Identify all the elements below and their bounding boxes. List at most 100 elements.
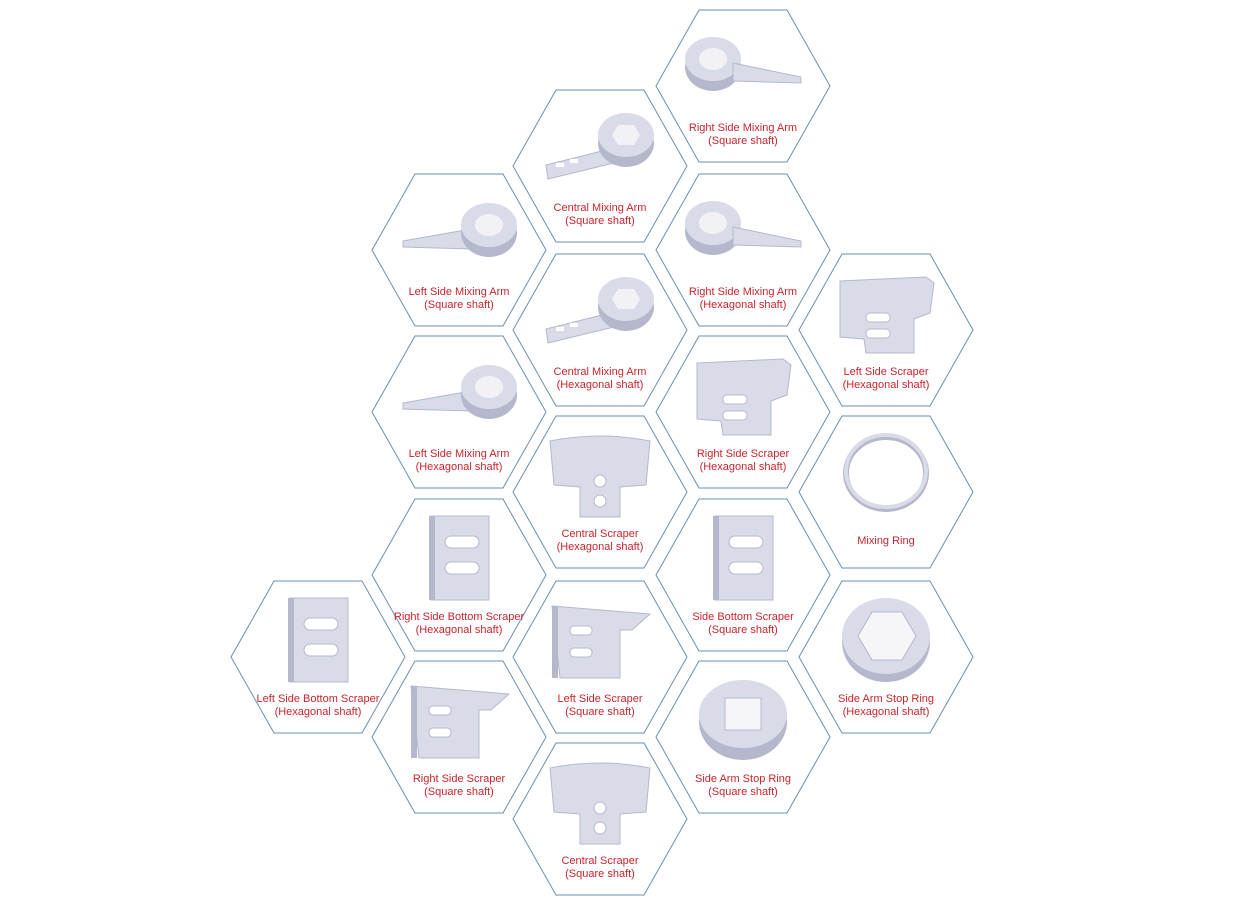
hex-cell-side-arm-stop-ring-hex[interactable]: Side Arm Stop Ring(Hexagonal shaft) xyxy=(798,580,974,734)
part-name: Right Side Mixing Arm xyxy=(688,286,798,298)
right-mixing-arm-icon xyxy=(685,201,802,255)
shaft-type: (Square shaft) xyxy=(565,215,635,227)
part-label: Right Side Scraper(Square shaft) xyxy=(375,773,543,799)
hex-cell-ls-scraper-square[interactable]: Left Side Scraper(Square shaft) xyxy=(512,580,688,734)
part-name: Right Side Mixing Arm xyxy=(688,122,798,134)
hex-frame xyxy=(655,9,831,163)
part-name: Side Arm Stop Ring xyxy=(695,773,791,785)
shaft-type: (Hexagonal shaft) xyxy=(842,706,930,718)
hex-frame xyxy=(655,173,831,327)
part-label: Side Arm Stop Ring(Hexagonal shaft) xyxy=(802,693,970,719)
part-label: Left Side Scraper(Square shaft) xyxy=(516,693,684,719)
hex-frame xyxy=(798,580,974,734)
part-label: Central Mixing Arm(Square shaft) xyxy=(516,202,684,228)
shaft-type: (Hexagonal shaft) xyxy=(556,379,644,391)
hex-cell-side-bottom-scraper-sq[interactable]: Side Bottom Scraper(Square shaft) xyxy=(655,498,831,652)
hex-cell-rs-scraper-hex[interactable]: Right Side Scraper(Hexagonal shaft) xyxy=(655,335,831,489)
part-name: Side Bottom Scraper xyxy=(692,611,794,623)
part-label: Left Side Mixing Arm(Square shaft) xyxy=(375,286,543,312)
hex-cell-rs-mixing-arm-square[interactable]: Right Side Mixing Arm(Square shaft) xyxy=(655,9,831,163)
shaft-type: (Square shaft) xyxy=(565,706,635,718)
part-name: Right Side Bottom Scraper xyxy=(393,611,525,623)
part-label: Right Side Mixing Arm(Hexagonal shaft) xyxy=(659,286,827,312)
hex-frame xyxy=(371,498,547,652)
hex-frame xyxy=(512,742,688,896)
hex-frame xyxy=(371,173,547,327)
shaft-type: (Square shaft) xyxy=(565,868,635,880)
shaft-type: (Square shaft) xyxy=(708,624,778,636)
hex-cell-rs-bottom-scraper-hex[interactable]: Right Side Bottom Scraper(Hexagonal shaf… xyxy=(371,498,547,652)
hex-frame xyxy=(798,415,974,569)
hex-frame xyxy=(512,580,688,734)
hex-cell-ls-bottom-scraper-hex[interactable]: Left Side Bottom Scraper(Hexagonal shaft… xyxy=(230,580,406,734)
shaft-type: (Hexagonal shaft) xyxy=(556,541,644,553)
part-label: Left Side Mixing Arm(Hexagonal shaft) xyxy=(375,448,543,474)
central-mixing-arm-icon xyxy=(545,277,654,344)
part-name: Left Side Mixing Arm xyxy=(408,286,510,298)
hex-frame xyxy=(371,660,547,814)
bottom-scraper-icon xyxy=(713,515,774,601)
shaft-type: (Hexagonal shaft) xyxy=(274,706,362,718)
scraper-plate-icon xyxy=(839,276,935,354)
left-mixing-arm-icon xyxy=(402,365,517,419)
hex-cell-mixing-ring[interactable]: Mixing Ring xyxy=(798,415,974,569)
hex-frame xyxy=(512,89,688,243)
hex-cell-side-arm-stop-ring-sq[interactable]: Side Arm Stop Ring(Square shaft) xyxy=(655,660,831,814)
shaft-type: (Hexagonal shaft) xyxy=(415,461,503,473)
part-name: Right Side Scraper xyxy=(696,448,790,460)
part-label: Side Arm Stop Ring(Square shaft) xyxy=(659,773,827,799)
part-name: Left Side Bottom Scraper xyxy=(256,693,380,705)
part-name: Central Mixing Arm xyxy=(553,366,647,378)
shaft-type: (Hexagonal shaft) xyxy=(842,379,930,391)
hex-cell-ls-scraper-hex[interactable]: Left Side Scraper(Hexagonal shaft) xyxy=(798,253,974,407)
hex-cell-rs-scraper-square[interactable]: Right Side Scraper(Square shaft) xyxy=(371,660,547,814)
hex-frame xyxy=(798,253,974,407)
hex-cell-c-mixing-arm-square[interactable]: Central Mixing Arm(Square shaft) xyxy=(512,89,688,243)
central-mixing-arm-icon xyxy=(545,113,654,180)
hex-frame xyxy=(512,253,688,407)
shaft-type: (Square shaft) xyxy=(424,299,494,311)
hex-frame xyxy=(655,660,831,814)
part-name: Central Scraper xyxy=(561,855,639,867)
hex-cell-ls-mixing-arm-hex[interactable]: Left Side Mixing Arm(Hexagonal shaft) xyxy=(371,335,547,489)
shaft-type: (Square shaft) xyxy=(708,786,778,798)
part-name: Left Side Scraper xyxy=(843,366,929,378)
part-label: Side Bottom Scraper(Square shaft) xyxy=(659,611,827,637)
right-mixing-arm-icon xyxy=(685,37,802,91)
left-mixing-arm-icon xyxy=(402,203,517,257)
hex-frame xyxy=(512,415,688,569)
part-name: Side Arm Stop Ring xyxy=(838,693,934,705)
part-label: Left Side Scraper(Hexagonal shaft) xyxy=(802,366,970,392)
mixing-ring-icon xyxy=(843,433,929,512)
bottom-scraper-icon xyxy=(288,597,349,683)
hex-cell-ls-mixing-arm-square[interactable]: Left Side Mixing Arm(Square shaft) xyxy=(371,173,547,327)
part-label: Mixing Ring xyxy=(802,535,970,548)
hex-cell-c-mixing-arm-hex[interactable]: Central Mixing Arm(Hexagonal shaft) xyxy=(512,253,688,407)
side-scraper-icon xyxy=(551,605,652,679)
part-label: Central Mixing Arm(Hexagonal shaft) xyxy=(516,366,684,392)
shaft-type: (Square shaft) xyxy=(708,135,778,147)
hex-cell-c-scraper-square[interactable]: Central Scraper(Square shaft) xyxy=(512,742,688,896)
part-name: Left Side Scraper xyxy=(557,693,643,705)
central-scraper-icon xyxy=(549,762,651,845)
shaft-type: (Hexagonal shaft) xyxy=(415,624,503,636)
part-label: Right Side Bottom Scraper(Hexagonal shaf… xyxy=(375,611,543,637)
hex-frame xyxy=(655,498,831,652)
hex-cell-rs-mixing-arm-hex[interactable]: Right Side Mixing Arm(Hexagonal shaft) xyxy=(655,173,831,327)
part-name: Central Mixing Arm xyxy=(553,202,647,214)
shaft-type: (Hexagonal shaft) xyxy=(699,299,787,311)
part-name: Right Side Scraper xyxy=(412,773,506,785)
hex-cell-c-scraper-hex[interactable]: Central Scraper(Hexagonal shaft) xyxy=(512,415,688,569)
hex-frame xyxy=(230,580,406,734)
hex-frame xyxy=(371,335,547,489)
part-label: Central Scraper(Hexagonal shaft) xyxy=(516,528,684,554)
bottom-scraper-icon xyxy=(429,515,490,601)
side-scraper-icon xyxy=(410,685,511,759)
stop-ring-hex-icon xyxy=(842,598,930,682)
part-label: Right Side Mixing Arm(Square shaft) xyxy=(659,122,827,148)
part-label: Central Scraper(Square shaft) xyxy=(516,855,684,881)
scraper-plate-icon xyxy=(696,358,792,436)
central-scraper-icon xyxy=(549,435,651,518)
shaft-type: (Square shaft) xyxy=(424,786,494,798)
